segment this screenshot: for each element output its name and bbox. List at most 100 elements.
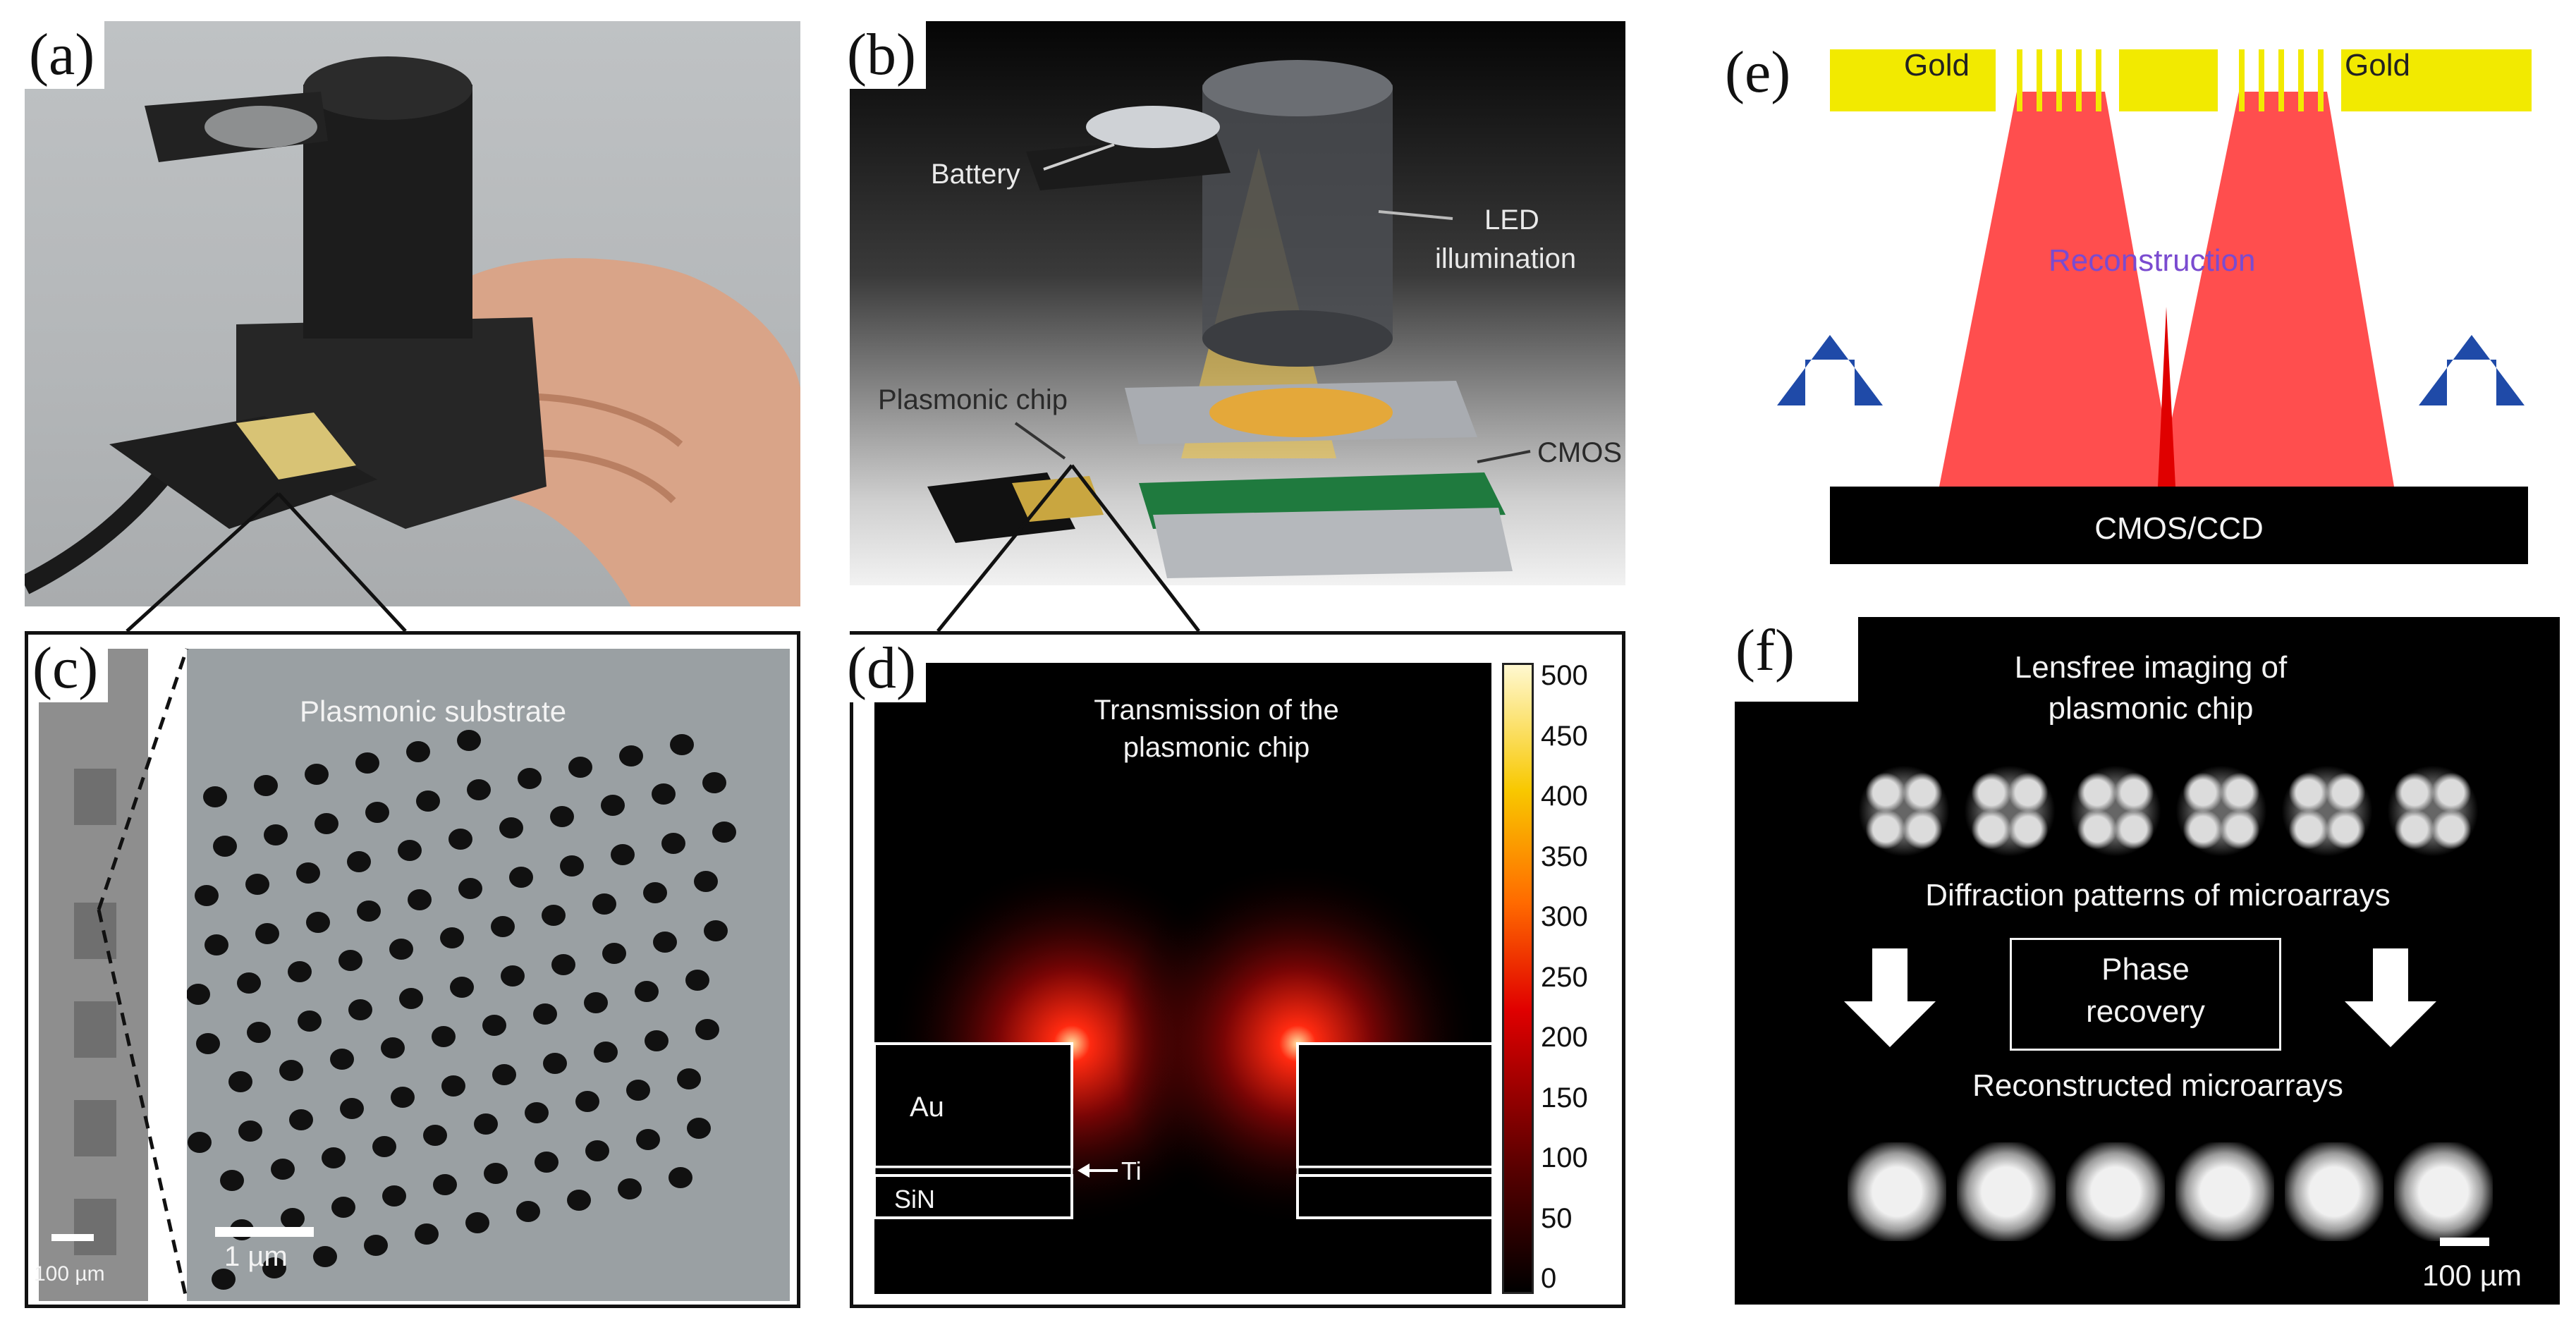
- nanohole: [382, 1185, 406, 1207]
- reconstructed-microarray-row: [1735, 1135, 2560, 1248]
- nanohole: [391, 1087, 415, 1108]
- nanohole: [238, 1121, 262, 1142]
- nanohole: [205, 934, 228, 955]
- nanohole: [196, 1033, 220, 1054]
- process-arrows: [1844, 948, 2489, 1246]
- nanohole: [626, 1080, 650, 1101]
- diffraction-spot: [1964, 765, 2056, 857]
- nanohole: [213, 836, 237, 857]
- nanohole: [543, 1053, 567, 1074]
- led-illumination-label-line1: LED: [1484, 204, 1539, 236]
- nanohole: [289, 1109, 313, 1130]
- gold-left-label: Gold: [1904, 48, 1970, 83]
- nanohole: [423, 1125, 447, 1146]
- panel-b-label: (b): [843, 21, 926, 89]
- nanohole: [484, 1163, 508, 1184]
- phase-recovery-line1: Phase: [2101, 952, 2190, 987]
- nanohole: [298, 1010, 322, 1032]
- reconstructed-spot: [2285, 1142, 2383, 1241]
- up-arrow-left-icon: [1777, 335, 1883, 405]
- nanohole: [372, 1136, 396, 1157]
- nanohole: [694, 871, 718, 892]
- nanohole: [441, 1075, 465, 1097]
- nanohole: [501, 965, 525, 987]
- colorbar-tick-label: 350: [1541, 841, 1588, 872]
- nanohole: [398, 840, 422, 861]
- nanohole: [592, 893, 616, 915]
- colorbar-tick-label: 50: [1541, 1202, 1573, 1234]
- nanohole: [399, 988, 423, 1009]
- nanohole: [355, 752, 379, 774]
- nanohole: [340, 1098, 364, 1119]
- nanohole: [364, 1235, 388, 1256]
- nanohole: [254, 775, 278, 796]
- led-illumination-label-line2: illumination: [1435, 243, 1577, 274]
- zoom-dashed-lines: [97, 648, 189, 1302]
- nanohole: [702, 772, 726, 793]
- nanohole: [499, 817, 523, 838]
- reconstruction-schematic: [1777, 49, 2532, 564]
- nanohole-pattern: [187, 730, 736, 1290]
- colorbar-tick-label: 250: [1541, 961, 1588, 993]
- diffraction-pattern-row: [1735, 751, 2560, 871]
- panel-c-frame: [25, 631, 800, 1308]
- nanohole: [585, 1140, 609, 1161]
- colorbar-tick-label: 100: [1541, 1142, 1588, 1173]
- nanohole: [296, 862, 320, 884]
- panel-f-label: (f): [1731, 617, 1858, 702]
- nanohole: [643, 882, 667, 903]
- nanohole: [203, 786, 227, 807]
- nanohole: [550, 806, 574, 827]
- nanohole: [635, 981, 659, 1002]
- scale-bar-100um: [51, 1234, 94, 1241]
- nanohole: [474, 1113, 498, 1135]
- panel-a-photo: [25, 21, 800, 606]
- nanohole: [533, 1003, 557, 1025]
- panel-f-image: [1735, 617, 2560, 1305]
- cmos-label: CMOS: [1537, 437, 1622, 468]
- nanohole: [330, 1049, 354, 1070]
- panel-e-label: (e): [1725, 39, 1791, 105]
- nanohole: [237, 972, 261, 994]
- nanohole: [618, 1178, 642, 1199]
- colorbar-tick-label: 0: [1541, 1263, 1557, 1294]
- ti-layer-label: Ti: [1121, 1156, 1142, 1185]
- transmission-field-map: [874, 860, 1491, 1227]
- sem-hole-array: [187, 649, 790, 1301]
- reconstructed-spot: [2175, 1142, 2274, 1241]
- nanohole: [465, 1212, 489, 1233]
- diffraction-spot: [2070, 765, 2161, 857]
- nanohole: [188, 1132, 212, 1153]
- nanohole: [669, 1167, 692, 1188]
- nanohole: [338, 950, 362, 971]
- gold-right-label: Gold: [2345, 48, 2410, 83]
- diffraction-spot: [1858, 765, 1950, 857]
- nanohole: [348, 999, 372, 1020]
- nanohole: [568, 757, 592, 778]
- nanohole: [670, 734, 694, 755]
- nanohole: [381, 1037, 405, 1058]
- lensfree-title-line2: plasmonic chip: [2048, 691, 2254, 726]
- nanohole: [542, 905, 566, 926]
- nanohole: [661, 833, 685, 854]
- scale-bar-1um: [215, 1227, 314, 1237]
- nanohole: [467, 779, 491, 800]
- plasmonic-substrate-title: Plasmonic substrate: [300, 695, 567, 728]
- nanohole: [491, 916, 515, 937]
- nanohole: [433, 1174, 457, 1195]
- nanohole: [245, 874, 269, 895]
- diffraction-spot: [2175, 765, 2267, 857]
- nanohole: [228, 1071, 252, 1092]
- reconstructed-spot: [1848, 1142, 1946, 1241]
- nanohole: [279, 1060, 303, 1081]
- nanohole: [551, 954, 575, 975]
- nanohole: [305, 764, 329, 785]
- nanohole: [482, 1015, 506, 1036]
- nanohole: [389, 939, 413, 960]
- nanohole: [281, 1208, 305, 1229]
- nanohole: [331, 1197, 355, 1218]
- nanohole: [518, 768, 542, 789]
- scale-bar-100um-f: [2440, 1238, 2489, 1246]
- au-layer-label: Au: [910, 1092, 944, 1123]
